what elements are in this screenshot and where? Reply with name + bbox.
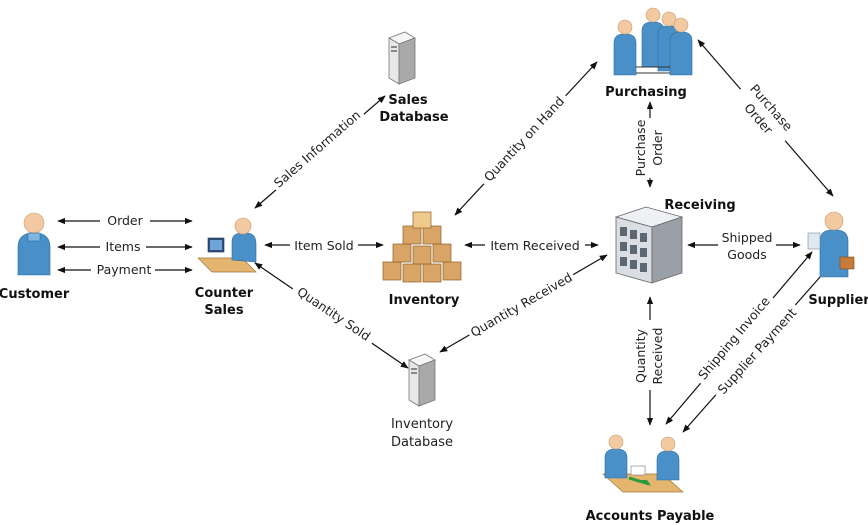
sales-database-label-2: Database [379,110,448,125]
purchasing-label: Purchasing [605,85,687,100]
person-with-briefcase-icon [807,211,855,278]
flow-label-item-received: Item Received [490,238,579,253]
flow-label-shipped-goods-2: Goods [727,247,766,262]
boxes-icon [382,211,462,283]
flow-label-purchase-order-v-1: Purchase [633,119,648,176]
inventory-database-label-1: Inventory [391,417,453,432]
flow-label-purchase-order-v-2: Order [650,129,665,165]
arrows [57,39,834,433]
node-sales-database: Sales Database [379,31,449,125]
supplier-label: Supplier [808,293,868,308]
flow-label-quantity-sold: Quantity Sold [294,284,373,344]
flow-label-quantity-on-hand: Quantity on Hand [481,93,567,184]
counter-sales-label-2: Sales [204,303,243,318]
building-icon [614,206,684,284]
flow-label-shipped-goods-1: Shipped [722,230,773,245]
accounts-payable-label: Accounts Payable [586,509,715,524]
node-receiving: Receiving [614,198,736,284]
flow-label-sales-information: Sales Information [271,107,364,190]
receiving-label: Receiving [664,198,735,213]
sales-database-label-1: Sales [388,93,427,108]
flow-label-quantity-received-v-1: Quantity [633,328,648,383]
node-purchasing: Purchasing [605,7,693,100]
server-icon [388,31,416,85]
node-supplier: Supplier [807,211,868,308]
person-icon [17,212,51,276]
node-accounts-payable: Accounts Payable [586,434,715,524]
flow-label-items: Items [106,239,141,254]
customer-label: Customer [0,287,70,302]
counter-sales-label-1: Counter [195,286,254,301]
node-customer: Customer [0,212,70,302]
clerk-desk-icon [197,217,257,273]
flow-label-order: Order [107,213,143,228]
node-inventory: Inventory [382,211,462,308]
flow-label-item-sold: Item Sold [294,238,353,253]
flow-label-quantity-received-v-2: Received [650,328,665,385]
node-counter-sales: Counter Sales [195,217,257,318]
inventory-database-label-2: Database [391,435,453,450]
server-icon [408,353,436,407]
desk-meeting-icon [602,434,684,493]
flow-label-payment: Payment [97,262,152,277]
flow-label-quantity-received-diagonal: Quantity Received [468,269,575,339]
team-icon [613,7,693,76]
node-inventory-database: Inventory Database [391,353,453,450]
inventory-label: Inventory [389,293,460,308]
